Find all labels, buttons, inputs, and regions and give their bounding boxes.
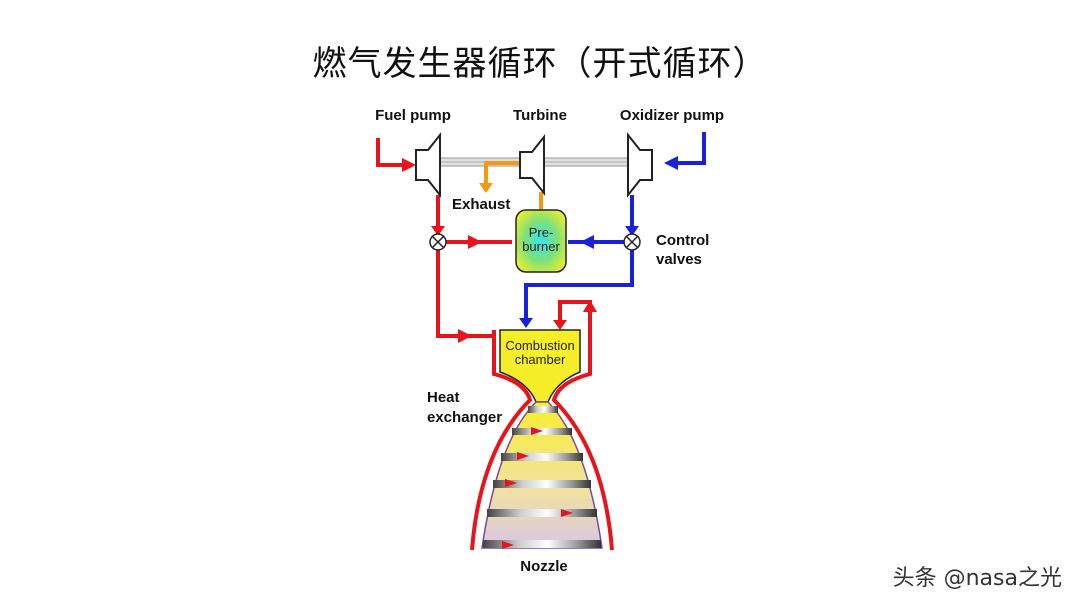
oxidizer-line <box>519 195 639 328</box>
combustion-label-1: Combustion <box>505 338 574 353</box>
preburner-label-1: Pre- <box>529 225 554 240</box>
fuel-line <box>431 195 512 343</box>
oxidizer-pump-label: Oxidizer pump <box>620 107 724 124</box>
control-valves-label-2: valves <box>656 251 702 268</box>
oxidizer-control-valve <box>623 233 641 251</box>
turbine-label: Turbine <box>513 107 567 124</box>
exhaust-line <box>479 161 543 210</box>
fuel-pump <box>415 132 441 198</box>
fuel-control-valve <box>429 233 447 251</box>
oxidizer-inlet-line <box>664 132 706 170</box>
preburner: Pre- burner <box>515 209 567 273</box>
exhaust-label: Exhaust <box>452 196 510 213</box>
turbine <box>519 134 545 196</box>
fuel-inlet-line <box>376 138 416 172</box>
control-valves-label-1: Control <box>656 232 709 249</box>
combustion-label-2: chamber <box>515 352 566 367</box>
nozzle-label: Nozzle <box>520 558 568 575</box>
heat-exchanger-label-2: exchanger <box>427 409 502 426</box>
diagram-title: 燃气发生器循环（开式循环） <box>312 44 768 84</box>
oxidizer-pump <box>627 132 653 198</box>
preburner-label-2: burner <box>522 239 560 254</box>
combustion-chamber: Combustion chamber <box>499 329 581 403</box>
watermark: 头条 @nasa之光 <box>892 566 1062 591</box>
cooling-return-line <box>553 300 597 330</box>
heat-exchanger-label-1: Heat <box>427 389 460 406</box>
nozzle <box>481 401 603 549</box>
heat-exchanger <box>470 330 614 551</box>
fuel-pump-label: Fuel pump <box>375 107 451 124</box>
